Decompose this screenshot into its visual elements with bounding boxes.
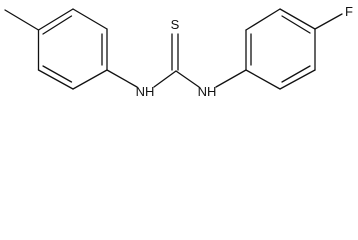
carbon-nitrogen-bond-right bbox=[175, 70, 200, 88]
ring-bond bbox=[37, 69, 74, 90]
aryl-nitrogen-bond-left bbox=[106, 69, 138, 88]
ring-bond bbox=[245, 69, 281, 90]
molecule-canvas: S NH NH F bbox=[0, 0, 358, 108]
methylphenyl-ring bbox=[37, 8, 108, 90]
carbon-fluorine-bond bbox=[314, 13, 343, 30]
ring-bond bbox=[72, 69, 108, 90]
ring-double-bond bbox=[281, 15, 311, 34]
nitrogen-carbon-bond-left bbox=[153, 70, 177, 88]
fluorine-label: F bbox=[345, 4, 353, 19]
methyl-bond bbox=[4, 9, 40, 31]
ring-bond bbox=[37, 8, 74, 31]
aryl-nitrogen-bond-right bbox=[215, 69, 247, 88]
fluorophenyl-ring bbox=[245, 8, 316, 90]
ring-double-bond bbox=[281, 65, 311, 83]
structure-drawing: S NH NH F bbox=[4, 4, 353, 99]
ring-bond bbox=[279, 69, 316, 90]
ring-double-bond bbox=[42, 15, 73, 35]
nh-label-left: NH bbox=[136, 84, 155, 99]
ring-bond bbox=[245, 8, 281, 31]
sulfur-label: S bbox=[171, 17, 180, 32]
ring-bond bbox=[72, 8, 108, 30]
nh-label-right: NH bbox=[198, 84, 217, 99]
ring-double-bond bbox=[42, 65, 73, 83]
ring-bond bbox=[279, 8, 316, 30]
